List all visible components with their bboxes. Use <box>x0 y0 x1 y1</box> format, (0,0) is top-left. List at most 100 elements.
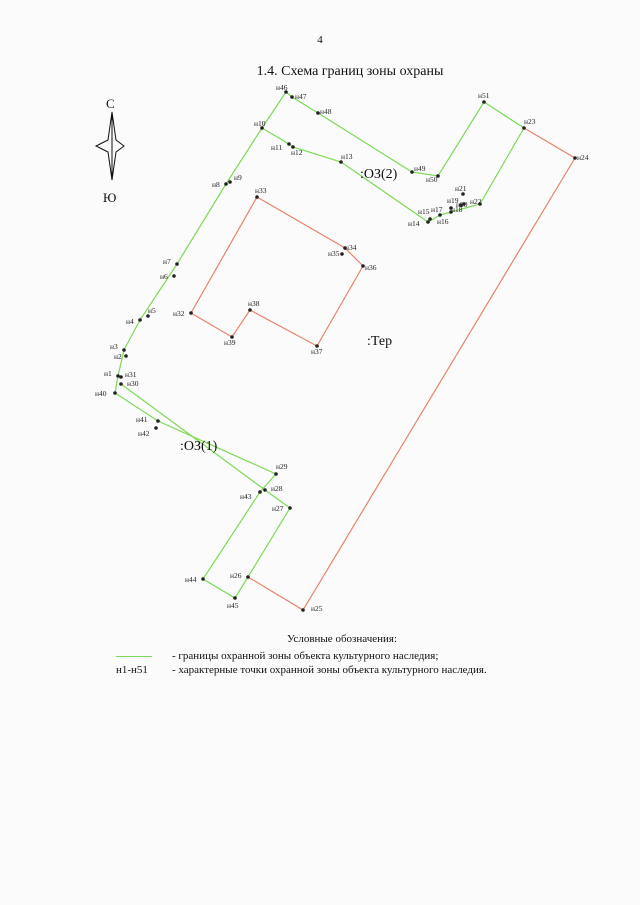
boundary-point <box>260 126 264 130</box>
boundary-point <box>573 156 577 160</box>
boundary-line <box>247 127 576 611</box>
point-label: н11 <box>271 143 282 152</box>
boundary-point <box>340 252 344 256</box>
point-label: н6 <box>160 272 168 281</box>
boundary-point <box>287 142 291 146</box>
legend-item-boundaries: - границы охранной зоны объекта культурн… <box>172 650 439 662</box>
point-label: н25 <box>311 604 323 613</box>
point-label: н32 <box>173 309 185 318</box>
boundary-point <box>290 95 294 99</box>
point-label: н46 <box>276 83 288 92</box>
point-label: н18 <box>451 205 463 214</box>
boundary-point <box>426 220 430 224</box>
point-label: н47 <box>295 92 307 101</box>
boundary-point <box>233 596 237 600</box>
point-label: н48 <box>320 107 332 116</box>
point-label: н29 <box>276 462 288 471</box>
boundary-point <box>156 419 160 423</box>
boundary-point <box>288 506 292 510</box>
boundary-point <box>172 274 176 278</box>
boundary-point <box>189 311 193 315</box>
point-label: н30 <box>127 379 139 388</box>
point-label: н5 <box>148 306 156 315</box>
point-label: н22 <box>470 197 482 206</box>
point-label: н8 <box>212 180 220 189</box>
point-label: н45 <box>227 601 239 610</box>
point-label: н1 <box>104 369 112 378</box>
point-label: н50 <box>426 175 438 184</box>
boundary-point <box>154 426 158 430</box>
boundary-line <box>261 91 525 223</box>
point-label: н40 <box>95 389 107 398</box>
boundary-line <box>190 196 364 347</box>
boundary-point <box>228 180 232 184</box>
point-label: н28 <box>271 484 283 493</box>
point-label: н24 <box>577 153 589 162</box>
boundary-point <box>316 111 320 115</box>
zone-label-oz2: :ОЗ(2) <box>360 167 398 182</box>
point-label: н51 <box>478 91 490 100</box>
point-label: н17 <box>431 205 443 214</box>
boundary-point <box>343 246 347 250</box>
boundary-point <box>255 195 259 199</box>
point-label: н14 <box>408 219 420 228</box>
point-label: н19 <box>447 196 459 205</box>
legend-symbol-points: н1-н51 <box>116 664 148 676</box>
point-label: н26 <box>230 571 242 580</box>
boundary-point <box>274 472 278 476</box>
boundary-point <box>462 202 466 206</box>
boundary-point <box>301 608 305 612</box>
boundary-point <box>248 308 252 312</box>
point-label: н41 <box>136 415 148 424</box>
boundary-point <box>175 262 179 266</box>
point-label: н38 <box>248 299 260 308</box>
boundary-point <box>124 354 128 358</box>
boundary-point <box>113 391 117 395</box>
boundary-point <box>361 264 365 268</box>
page-number: 4 <box>317 34 323 46</box>
boundary-line <box>114 91 291 599</box>
boundary-point <box>482 100 486 104</box>
boundary-point <box>224 182 228 186</box>
boundary-point <box>522 126 526 130</box>
boundary-point <box>315 344 319 348</box>
point-label: н21 <box>455 184 467 193</box>
zone-label-ter: :Тер <box>367 334 392 349</box>
point-label: н3 <box>110 342 118 351</box>
boundary-point <box>410 170 414 174</box>
boundary-point <box>478 202 482 206</box>
boundary-point <box>246 575 250 579</box>
legend-title: Условные обозначения: <box>287 633 398 645</box>
boundary-point <box>230 335 234 339</box>
legend-line-swatch <box>116 656 152 657</box>
boundary-point <box>119 382 123 386</box>
boundary-point <box>258 490 262 494</box>
point-label: н7 <box>163 257 171 266</box>
point-label: н34 <box>345 243 357 252</box>
point-label: н20 <box>456 200 468 209</box>
boundary-point <box>116 374 120 378</box>
point-label: н35 <box>328 249 340 258</box>
boundary-point <box>284 90 288 94</box>
point-label: н15 <box>418 207 430 216</box>
boundary-point <box>201 577 205 581</box>
point-label: н9 <box>234 173 242 182</box>
point-label: н39 <box>224 338 236 347</box>
boundary-point <box>438 213 442 217</box>
point-label: н49 <box>414 164 426 173</box>
boundary-point <box>138 318 142 322</box>
boundary-point <box>119 375 123 379</box>
point-label: н43 <box>240 492 252 501</box>
point-label: н13 <box>341 152 353 161</box>
boundary-point <box>428 217 432 221</box>
boundary-point <box>459 203 463 207</box>
page-title: 1.4. Схема границ зоны охраны <box>256 64 444 79</box>
point-label: н33 <box>255 186 267 195</box>
boundary-point <box>449 210 453 214</box>
point-label: н31 <box>125 370 137 379</box>
point-label: н10 <box>254 119 266 128</box>
boundary-point <box>339 160 343 164</box>
zone-label-oz1: :ОЗ(1) <box>180 439 218 454</box>
